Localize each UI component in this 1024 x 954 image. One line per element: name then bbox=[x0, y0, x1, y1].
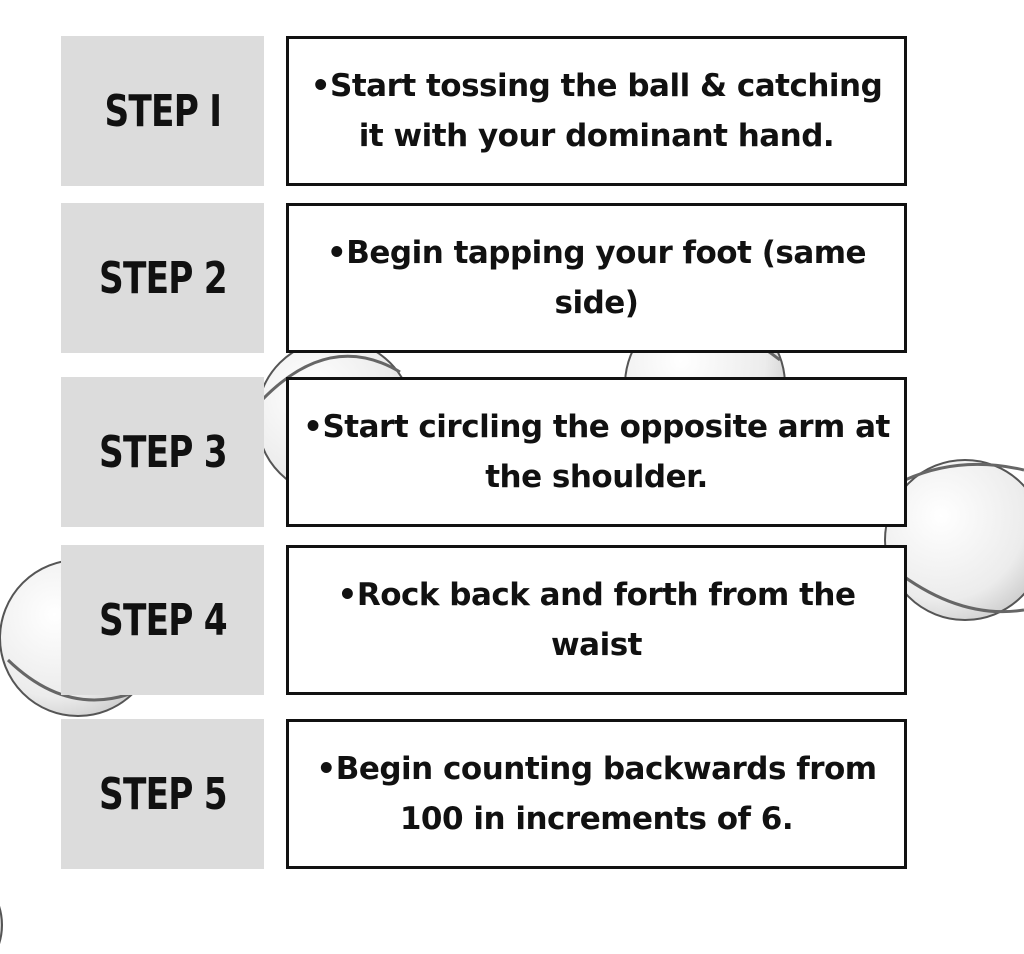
step-label-text: STEP I bbox=[104, 85, 222, 137]
step-row-2: STEP 2 •Begin tapping your foot (same si… bbox=[0, 203, 1024, 353]
step-label-4: STEP 4 bbox=[61, 545, 264, 695]
step-instruction-box-1: •Start tossing the ball & catching it wi… bbox=[286, 36, 907, 186]
step-label-2: STEP 2 bbox=[61, 203, 264, 353]
step-label-text: STEP 4 bbox=[98, 594, 228, 646]
step-row-3: STEP 3 •Start circling the opposite arm … bbox=[0, 377, 1024, 527]
step-row-1: STEP I •Start tossing the ball & catchin… bbox=[0, 36, 1024, 186]
step-instruction-text: •Begin tapping your foot (same side) bbox=[326, 235, 867, 321]
step-instruction-text: •Begin counting backwards from 100 in in… bbox=[316, 751, 877, 837]
step-row-4: STEP 4 •Rock back and forth from the wai… bbox=[0, 545, 1024, 695]
step-label-text: STEP 3 bbox=[98, 426, 228, 478]
tennis-ball-icon bbox=[0, 905, 3, 945]
step-label-5: STEP 5 bbox=[61, 719, 264, 869]
step-label-text: STEP 5 bbox=[98, 768, 228, 820]
step-instruction-text: •Start circling the opposite arm at the … bbox=[303, 409, 890, 495]
step-row-5: STEP 5 •Begin counting backwards from 10… bbox=[0, 719, 1024, 869]
step-label-3: STEP 3 bbox=[61, 377, 264, 527]
step-instruction-box-4: •Rock back and forth from the waist bbox=[286, 545, 907, 695]
step-label-1: STEP I bbox=[61, 36, 264, 186]
step-instruction-box-3: •Start circling the opposite arm at the … bbox=[286, 377, 907, 527]
step-label-text: STEP 2 bbox=[98, 252, 228, 304]
step-instruction-box-2: •Begin tapping your foot (same side) bbox=[286, 203, 907, 353]
step-instruction-text: •Start tossing the ball & catching it wi… bbox=[310, 68, 883, 154]
step-instruction-text: •Rock back and forth from the waist bbox=[337, 577, 856, 663]
step-instruction-box-5: •Begin counting backwards from 100 in in… bbox=[286, 719, 907, 869]
tennis-ball-icon bbox=[884, 459, 1024, 621]
